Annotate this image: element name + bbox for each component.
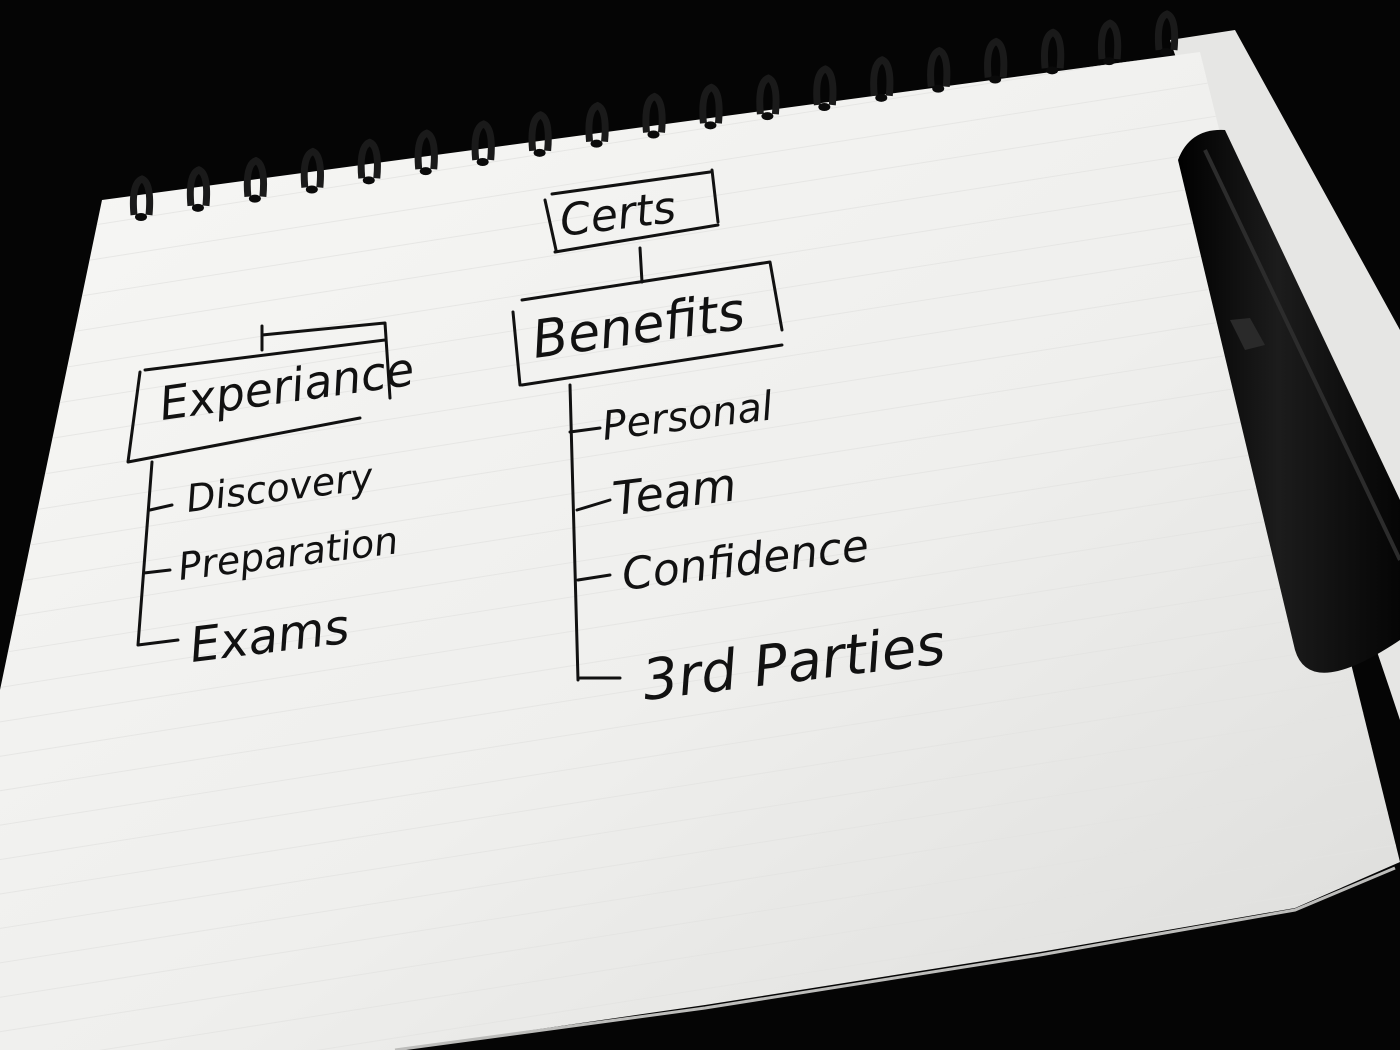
- spiral-hole: [476, 158, 489, 166]
- spiral-hole: [362, 176, 375, 185]
- spiral-ring: [129, 175, 154, 216]
- spiral-hole: [135, 213, 147, 221]
- spiral-ring: [414, 129, 438, 170]
- spiral-hole: [875, 93, 888, 102]
- benefits-box: [511, 260, 784, 387]
- spiral-ring: [870, 56, 894, 97]
- spiral-hole: [1046, 66, 1059, 75]
- spiral-hole: [533, 148, 546, 157]
- spiral-ring: [528, 111, 552, 152]
- spiral-hole: [248, 194, 261, 203]
- spiral-ring: [984, 37, 1008, 78]
- spiral-ring: [1154, 10, 1179, 51]
- pen-icon: [1178, 129, 1400, 673]
- spiral-ring: [813, 65, 837, 106]
- spiral-ring: [186, 166, 211, 207]
- spiral-hole: [419, 167, 432, 176]
- spiral-ring: [1040, 28, 1065, 69]
- spiral-ring: [927, 46, 951, 87]
- root-to-benefits-line: [638, 246, 644, 284]
- spiral-hole: [1160, 48, 1172, 56]
- notebook-page: [0, 52, 1400, 1050]
- page-bottom-edge: [394, 866, 1396, 1050]
- spiral-ring: [357, 138, 381, 179]
- spiral-hole: [761, 112, 774, 121]
- spiral-ring: [585, 101, 609, 142]
- benefits-tree-spine: [568, 383, 622, 682]
- spiral-hole: [932, 84, 945, 93]
- spiral-ring: [243, 156, 268, 197]
- spiral-hole: [989, 75, 1002, 84]
- spiral-ring: [300, 147, 325, 188]
- spiral-ring: [642, 92, 666, 133]
- spiral-hole: [818, 103, 831, 111]
- spiral-ring: [1097, 19, 1122, 60]
- spiral-ring: [756, 74, 780, 115]
- spiral-hole: [590, 139, 603, 148]
- root-box: [543, 168, 720, 254]
- spiral-hole: [647, 130, 660, 139]
- spiral-ring: [699, 83, 723, 124]
- experiance-box: [126, 321, 392, 464]
- diagram-connectors: [126, 168, 784, 682]
- spiral-ring: [471, 120, 495, 161]
- spiral-hole: [1103, 57, 1116, 66]
- spiral-hole: [191, 203, 204, 212]
- spiral-hole: [704, 121, 717, 130]
- spiral-binding: [129, 10, 1179, 221]
- spiral-hole: [305, 185, 318, 194]
- experiance-tree-spine: [136, 460, 180, 647]
